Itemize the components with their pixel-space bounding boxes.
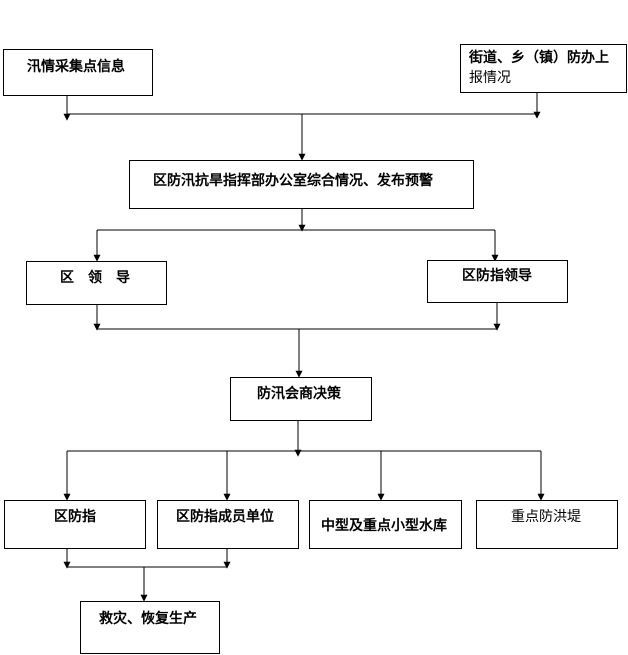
node-reservoirs-label: 中型及重点小型水库: [321, 518, 447, 534]
node-flood-info: 汛情采集点信息: [3, 49, 153, 96]
node-district-command-label: 区防指: [54, 509, 96, 525]
node-command-leader-label: 区防指领导: [462, 268, 532, 284]
node-member-units-label: 区防指成员单位: [176, 509, 274, 525]
node-dikes: 重点防洪堤: [476, 500, 618, 549]
node-district-leader-label: 区 领 导: [60, 270, 130, 286]
node-consultation-label: 防汛会商决策: [257, 386, 341, 402]
node-command-office: 区防汛抗旱指挥部办公室综合情况、发布预警: [129, 160, 474, 209]
node-street-report: 街道、乡（镇）防办上 报情况: [460, 44, 627, 93]
node-street-report-line1: 街道、乡（镇）防办上: [469, 50, 609, 66]
node-relief-label: 救灾、恢复生产: [99, 611, 197, 627]
node-consultation: 防汛会商决策: [230, 377, 372, 421]
node-district-command: 区防指: [4, 500, 146, 549]
node-street-report-line2: 报情况: [469, 70, 511, 86]
node-relief: 救灾、恢复生产: [80, 601, 220, 654]
node-command-leader: 区防指领导: [427, 260, 568, 303]
node-district-leader: 区 领 导: [26, 261, 167, 305]
node-member-units: 区防指成员单位: [157, 500, 299, 549]
node-dikes-label: 重点防洪堤: [511, 509, 581, 525]
node-flood-info-label: 汛情采集点信息: [27, 59, 125, 75]
node-reservoirs: 中型及重点小型水库: [309, 500, 462, 549]
node-command-office-label: 区防汛抗旱指挥部办公室综合情况、发布预警: [153, 173, 433, 189]
